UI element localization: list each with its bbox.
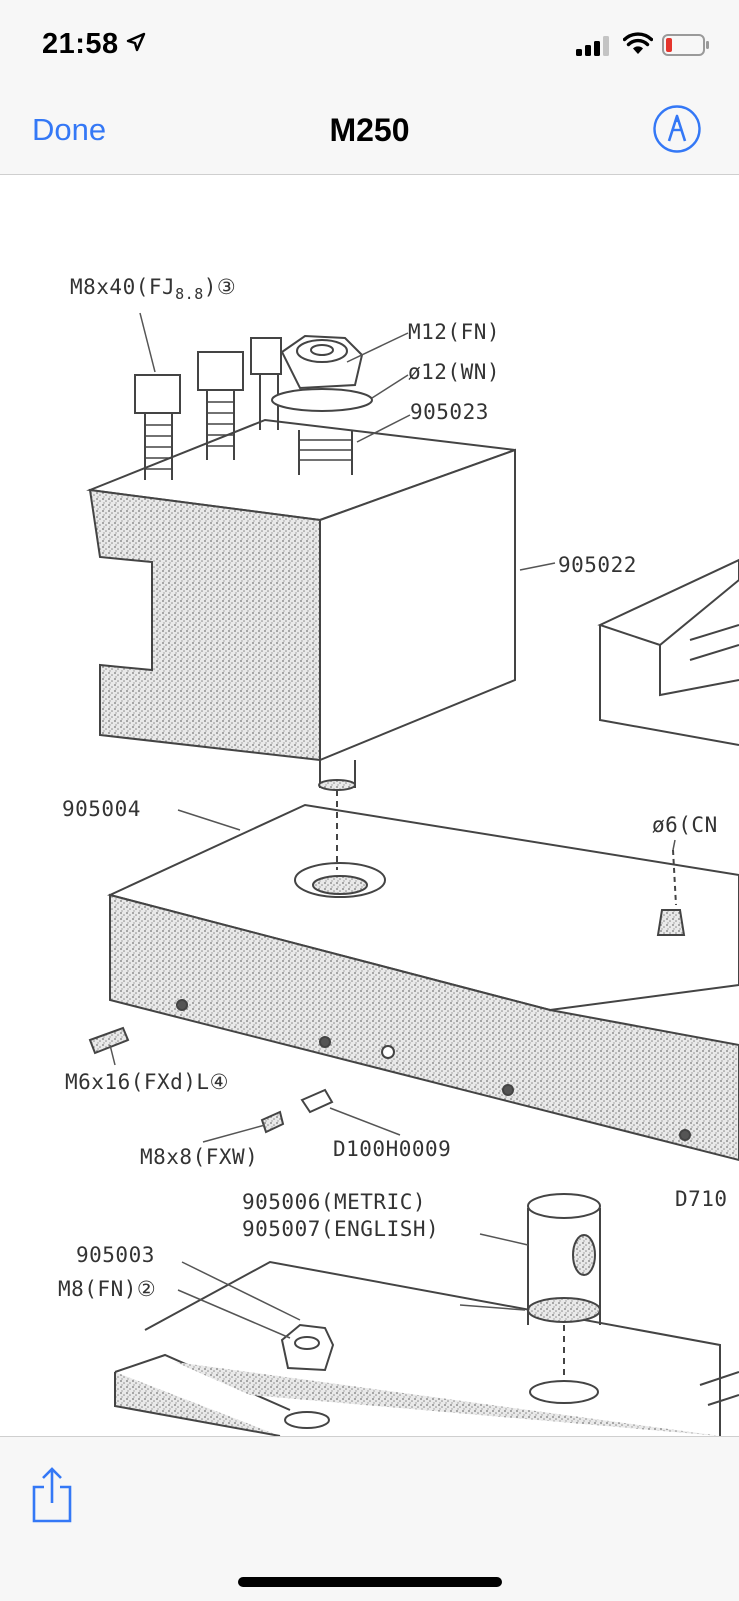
battery-icon [662,34,709,56]
cellular-signal-icon [576,36,609,56]
status-bar: 21:58 [0,0,739,90]
label-d6-cn: ø6(CN [652,813,718,837]
nav-bar: Done M250 [0,90,739,175]
label-905003: 905003 [76,1243,155,1267]
label-d12-wn: ø12(WN) [408,360,501,384]
label-d710: D710 [675,1187,728,1211]
label-m8x40: M8x40(FJ8.8)③ [70,275,237,304]
label-d100h0009: D100H0009 [333,1137,452,1161]
document-title: M250 [329,112,410,148]
bottom-toolbar [0,1436,739,1601]
label-905004: 905004 [62,797,141,821]
label-m8-fn: M8(FN)② [58,1277,157,1301]
label-905006: 905006(METRIC) [242,1190,427,1214]
status-time: 21:58 [42,28,119,60]
label-905007: 905007(ENGLISH) [242,1217,440,1241]
label-905022: 905022 [558,553,637,577]
label-905023: 905023 [410,400,489,424]
parts-diagram [86,312,739,1436]
location-arrow-icon [126,32,146,52]
share-icon[interactable] [30,1465,74,1525]
label-m12-fn: M12(FN) [408,320,501,344]
label-m6x16: M6x16(FXd)L④ [65,1070,229,1094]
wifi-icon [623,32,653,54]
label-m8x8: M8x8(FXW) [140,1145,259,1169]
markup-pen-icon[interactable] [652,104,702,154]
document-view[interactable]: M8x40(FJ8.8)③ M12(FN) ø12(WN) 905023 905… [0,175,739,1436]
home-indicator[interactable] [238,1577,502,1587]
done-button[interactable]: Done [32,112,107,147]
